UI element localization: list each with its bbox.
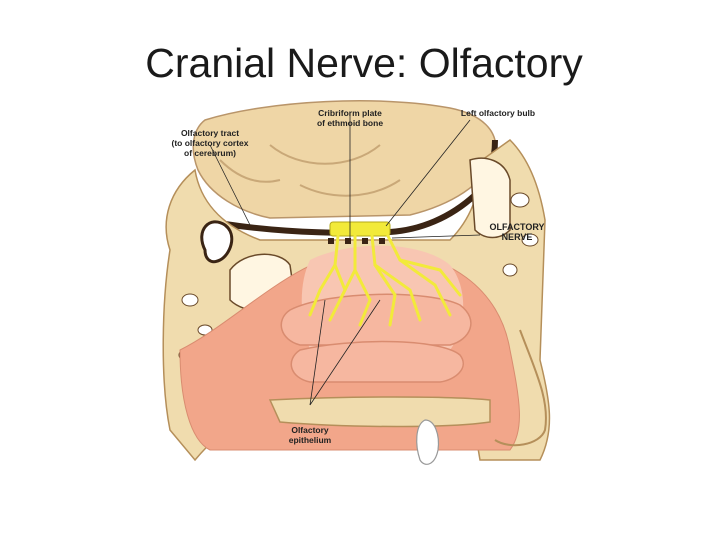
label-olfactory-tract: Olfactory tract (to olfactory cortex of … — [171, 128, 249, 158]
label-leader-lines — [209, 115, 481, 406]
middle-concha — [290, 340, 464, 383]
slide-title: Cranial Nerve: Olfactory — [145, 40, 583, 86]
label-cribriform-plate: Cribriform plate of ethmoid bone — [316, 108, 384, 128]
olfactory-nerve-fibers — [308, 234, 462, 327]
hard-palate — [268, 396, 491, 428]
nasal-cavity-cross-section — [162, 100, 551, 465]
label-olfactory-nerve: OLFACTORY NERVE — [489, 222, 545, 242]
label-olfactory-epithelium: Olfactory epithelium — [288, 425, 332, 445]
superior-concha — [280, 293, 472, 346]
brain-fold — [269, 144, 381, 165]
frontal-sinus — [469, 157, 511, 239]
nose-external — [494, 329, 547, 447]
olfactory-bulb — [329, 221, 391, 237]
brain-fold — [219, 159, 281, 183]
pituitary-region — [200, 220, 234, 264]
incisor-tooth — [416, 419, 440, 465]
olfactory-anatomy-illustration — [150, 100, 570, 540]
cribriform-plate — [328, 238, 385, 244]
label-olfactory-bulb: Left olfactory bulb — [460, 108, 536, 118]
